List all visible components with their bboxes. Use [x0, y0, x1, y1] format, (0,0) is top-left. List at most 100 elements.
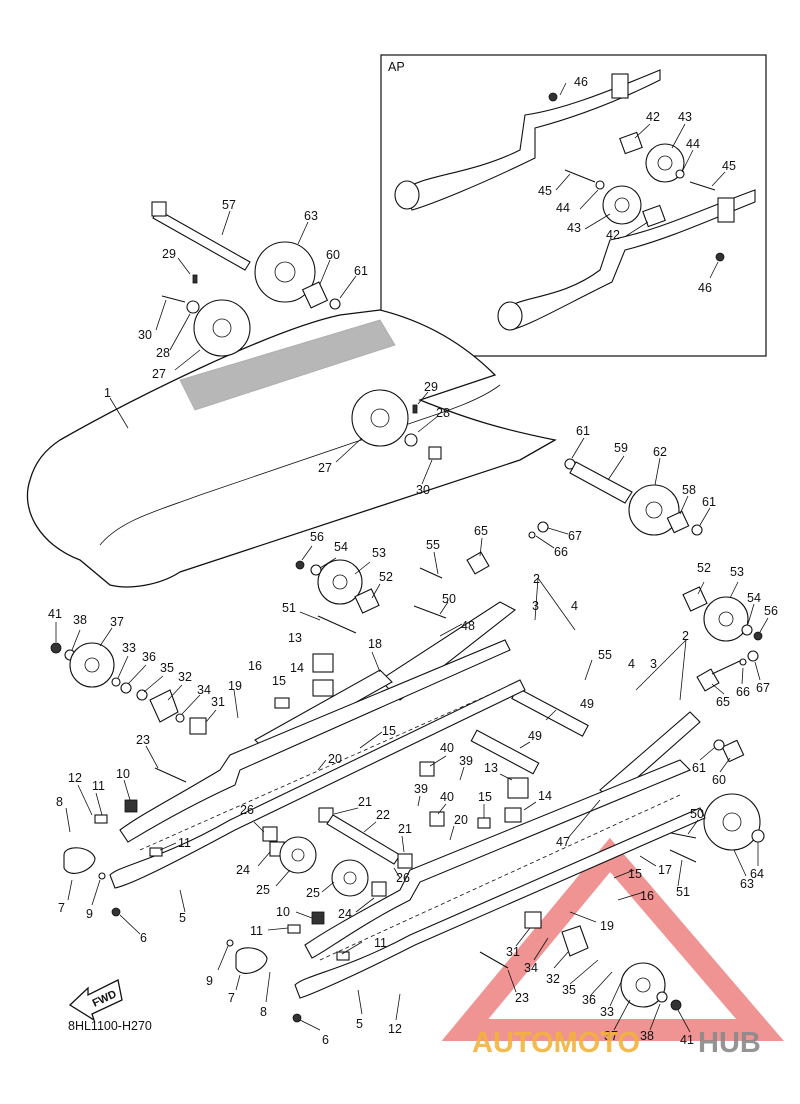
- ring-33-left: [111, 677, 121, 687]
- callout-50-a: 50: [442, 592, 456, 606]
- inset-upper-rail-end: [394, 180, 420, 210]
- callout-66-a: 66: [554, 545, 568, 559]
- callout-43-b: 43: [567, 221, 581, 235]
- callout-52-b: 52: [697, 561, 711, 575]
- inset-label: AP: [388, 60, 405, 74]
- shaft-22: [326, 814, 401, 865]
- clip-11-right-a: [287, 924, 301, 934]
- callout-56-a: 56: [310, 530, 324, 544]
- callout-13-b: 13: [484, 761, 498, 775]
- callout-35-b: 35: [562, 983, 576, 997]
- callout-4-b: 4: [628, 657, 635, 671]
- callout-12-b: 12: [388, 1022, 402, 1036]
- nut-41-left: [50, 642, 62, 654]
- inset-frame: [380, 54, 767, 357]
- callout-20-b: 20: [454, 813, 468, 827]
- inset-upper-clip: [611, 73, 629, 99]
- spacer-60: [301, 281, 329, 309]
- callout-37-a: 37: [110, 615, 124, 629]
- callout-16-b: 16: [640, 889, 654, 903]
- stop-40b: [429, 811, 445, 827]
- callout-12-a: 12: [68, 771, 82, 785]
- callout-63-a: 63: [304, 209, 318, 223]
- stop-15-left: [274, 697, 290, 709]
- callout-32-b: 32: [546, 972, 560, 986]
- callout-21-b: 21: [398, 822, 412, 836]
- nut-67: [537, 521, 549, 533]
- callout-28-b: 28: [436, 406, 450, 420]
- callout-60-b: 60: [712, 773, 726, 787]
- washer-9-right: [226, 939, 234, 947]
- nut-56-left: [295, 560, 305, 570]
- nut-56-right: [753, 631, 763, 641]
- nut-61-right: [713, 739, 725, 751]
- inset-lower-rail: [504, 189, 756, 331]
- collar-31-right: [524, 911, 542, 929]
- callout-49-b: 49: [528, 729, 542, 743]
- watermark-text: AUTOMOTO HUB: [472, 1027, 761, 1059]
- callout-17: 17: [658, 863, 672, 877]
- callout-50-b: 50: [690, 807, 704, 821]
- callout-61-a: 61: [354, 264, 368, 278]
- wheel-37-right: [620, 962, 666, 1008]
- callout-38-a: 38: [73, 613, 87, 627]
- callout-11-b: 11: [178, 836, 191, 850]
- callout-53-b: 53: [730, 565, 744, 579]
- arm-rod-49b: [470, 729, 540, 775]
- callout-4-a: 4: [571, 599, 578, 613]
- callout-56-b: 56: [764, 604, 778, 618]
- callout-9-b: 9: [206, 974, 213, 988]
- callout-20-a: 20: [328, 752, 342, 766]
- callout-24-a: 24: [236, 863, 250, 877]
- callout-59: 59: [614, 441, 628, 455]
- nut-61-rear: [329, 298, 341, 310]
- nut-67-right: [747, 650, 759, 662]
- callout-34-a: 34: [197, 683, 211, 697]
- callout-23-b: 23: [515, 991, 529, 1005]
- nut-64: [751, 829, 765, 843]
- callout-47: 47: [556, 835, 570, 849]
- callout-15-c: 15: [478, 790, 492, 804]
- callout-23-a: 23: [136, 733, 150, 747]
- bolt-65-shaft: [711, 659, 743, 675]
- callout-61-b: 61: [576, 424, 590, 438]
- callout-3-a: 3: [532, 599, 539, 613]
- bolt-30: [161, 295, 186, 303]
- callout-2-a: 2: [533, 572, 540, 586]
- slide-rail-5a: [109, 679, 526, 889]
- inset-upper-rail: [404, 69, 661, 211]
- bolt-30b: [428, 446, 442, 460]
- callout-8-b: 8: [260, 1005, 267, 1019]
- callout-9-a: 9: [86, 907, 93, 921]
- callout-26-a: 26: [240, 803, 254, 817]
- callout-46-b: 46: [698, 281, 712, 295]
- callout-26-b: 26: [396, 871, 410, 885]
- callout-11-c: 11: [250, 924, 263, 938]
- callout-7-b: 7: [228, 991, 235, 1005]
- callout-25-a: 25: [256, 883, 270, 897]
- callout-7-a: 7: [58, 901, 65, 915]
- inset-ap: AP: [380, 54, 767, 357]
- callout-67-a: 67: [568, 529, 582, 543]
- right-wheel-group: [665, 586, 765, 863]
- callout-44-b: 44: [556, 201, 570, 215]
- wheel-25-left: [279, 836, 317, 874]
- wheel-37-left: [69, 642, 115, 688]
- callout-30-b: 30: [416, 483, 430, 497]
- callout-24-b: 24: [338, 907, 352, 921]
- clip-11b-left: [149, 847, 163, 857]
- callout-15-a: 15: [272, 674, 286, 688]
- cross-shaft: [318, 761, 529, 897]
- callout-11-a: 11: [92, 779, 105, 793]
- wheel-63-rear: [254, 241, 316, 303]
- bolt-29b: [412, 404, 418, 414]
- bolt-51-left: [317, 615, 357, 634]
- rail-right-lower: [226, 759, 706, 1023]
- callout-61-d: 61: [692, 761, 706, 775]
- rear-axle-group: [151, 201, 442, 460]
- collar-21b: [397, 853, 413, 869]
- callout-19-a: 19: [228, 679, 242, 693]
- callout-25-b: 25: [306, 886, 320, 900]
- callout-41-b: 41: [680, 1033, 694, 1047]
